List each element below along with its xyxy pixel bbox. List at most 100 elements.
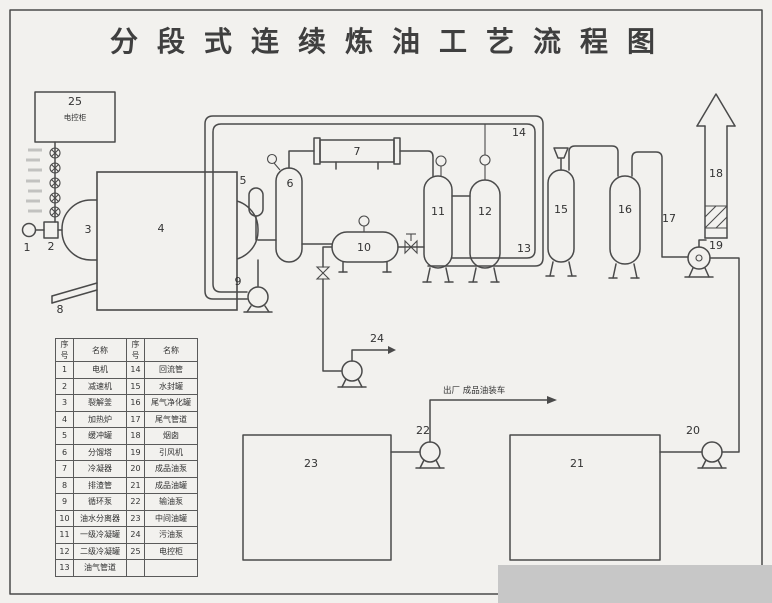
legend-cell-no: 20 xyxy=(126,460,145,478)
label-2: 2 xyxy=(48,240,55,253)
label-25: 25 xyxy=(68,95,82,108)
label-20: 20 xyxy=(686,424,700,437)
label-16: 16 xyxy=(618,203,632,216)
legend-header-name-right: 名称 xyxy=(144,338,198,362)
label-13: 13 xyxy=(517,242,531,255)
outer-border xyxy=(9,9,763,595)
reducer-2 xyxy=(43,221,63,239)
main-gas-pipe-loop xyxy=(204,115,544,300)
tail-gas-pipe-17 xyxy=(631,151,689,258)
label-8: 8 xyxy=(57,303,64,316)
legend-cell-name: 烟囱 xyxy=(144,427,198,445)
legend-row: 8 排渣管 21 成品油罐 xyxy=(55,476,198,494)
diagram-title: 分段式连续炼油工艺流程图 xyxy=(109,25,674,58)
legend-cell-no: 22 xyxy=(126,493,145,511)
legend-header-name-left: 名称 xyxy=(73,338,127,362)
legend-cell-name: 电控柜 xyxy=(144,542,198,560)
label-6: 6 xyxy=(287,177,294,190)
legend-cell-no: 6 xyxy=(55,443,74,461)
legend-cell-no: 2 xyxy=(55,377,74,395)
right-drop-pipe xyxy=(709,257,740,453)
legend-cell-name: 二级冷凝罐 xyxy=(73,542,127,560)
legend-row: 7 冷凝器 20 成品油泵 xyxy=(55,460,198,478)
legend-cell-no: 4 xyxy=(55,410,74,428)
watermark-bar xyxy=(498,565,772,603)
legend-cell-no: 19 xyxy=(126,443,145,461)
legend-cell-name: 输油泵 xyxy=(144,493,198,511)
label-23: 23 xyxy=(304,457,318,470)
legend-row: 11 一级冷凝罐 24 污油泵 xyxy=(55,526,198,544)
legend-cell-name: 成品油罐 xyxy=(144,476,198,494)
label-5: 5 xyxy=(240,174,247,187)
label-4: 4 xyxy=(158,222,165,235)
label-10: 10 xyxy=(357,241,371,254)
legend-cell-no: 7 xyxy=(55,460,74,478)
label-3: 3 xyxy=(85,223,92,236)
legend: 序号 名称 序号 名称 1 电机 14 回流管 2 xyxy=(55,338,198,577)
legend-cell-no: 24 xyxy=(126,526,145,544)
legend-cell-no: 3 xyxy=(55,394,74,412)
legend-row: 9 循环泵 22 输油泵 xyxy=(55,493,198,511)
legend-cell-no: 21 xyxy=(126,476,145,494)
label-15: 15 xyxy=(554,203,568,216)
legend-header-no-left: 序号 xyxy=(55,338,74,362)
legend-cell-name: 油气管道 xyxy=(73,559,127,577)
legend-cell-name: 裂解釜 xyxy=(73,394,127,412)
slag-pipe-8 xyxy=(51,282,98,304)
label-12: 12 xyxy=(478,205,492,218)
heating-furnace-4 xyxy=(96,171,238,311)
pump-24 xyxy=(322,278,396,388)
legend-cell-name: 一级冷凝罐 xyxy=(73,526,127,544)
legend-cell-no: 8 xyxy=(55,476,74,494)
label-11: 11 xyxy=(431,205,445,218)
legend-header-row: 序号 名称 序号 名称 xyxy=(55,338,198,362)
legend-row: 5 缓冲罐 18 烟囱 xyxy=(55,427,198,445)
legend-row: 3 裂解釜 16 尾气净化罐 xyxy=(55,394,198,412)
legend-cell-no: 25 xyxy=(126,542,145,560)
product-tank-21 xyxy=(509,434,661,561)
separator-10 xyxy=(315,215,425,280)
condense-tank-12 xyxy=(468,124,501,283)
legend-cell-name: 电机 xyxy=(73,361,127,379)
legend-cell-name: 污油泵 xyxy=(144,526,198,544)
legend-cell-name xyxy=(144,559,198,577)
label-18: 18 xyxy=(709,167,723,180)
legend-cell-no: 17 xyxy=(126,410,145,428)
label-9: 9 xyxy=(235,275,242,288)
pump-22: 出厂 成品油装车 xyxy=(390,385,557,469)
legend-row: 1 电机 14 回流管 xyxy=(55,361,198,379)
legend-cell-no: 14 xyxy=(126,361,145,379)
label-1: 1 xyxy=(24,241,31,254)
legend-cell-no: 10 xyxy=(55,509,74,527)
legend-cell-no: 13 xyxy=(55,559,74,577)
label-24: 24 xyxy=(370,332,384,345)
feed-valve-train xyxy=(26,141,61,223)
drive-motor-1 xyxy=(21,222,45,238)
legend-row: 4 加热炉 17 尾气管道 xyxy=(55,410,198,428)
label-14: 14 xyxy=(512,126,526,139)
pump-9 xyxy=(243,259,273,313)
legend-table: 序号 名称 序号 名称 1 电机 14 回流管 2 xyxy=(55,338,198,577)
legend-cell-name: 水封罐 xyxy=(144,377,198,395)
legend-cell-name: 中间油罐 xyxy=(144,509,198,527)
legend-row: 6 分馏塔 19 引风机 xyxy=(55,443,198,461)
label-21: 21 xyxy=(570,457,584,470)
label-19: 19 xyxy=(709,239,723,252)
legend-cell-name: 冷凝器 xyxy=(73,460,127,478)
legend-cell-name: 引风机 xyxy=(144,443,198,461)
legend-header-no-right: 序号 xyxy=(126,338,145,362)
legend-row: 13 油气管道 xyxy=(55,559,198,577)
pump-20 xyxy=(659,441,727,469)
label-22: 22 xyxy=(416,424,430,437)
legend-cell-no: 9 xyxy=(55,493,74,511)
label-17: 17 xyxy=(662,212,676,225)
legend-row: 10 油水分离器 23 中间油罐 xyxy=(55,509,198,527)
legend-row: 12 二级冷凝罐 25 电控柜 xyxy=(55,542,198,560)
legend-cell-no: 11 xyxy=(55,526,74,544)
chimney-18 xyxy=(696,93,736,239)
legend-cell-name: 回流管 xyxy=(144,361,198,379)
legend-cell-name: 分馏塔 xyxy=(73,443,127,461)
legend-cell-no: 1 xyxy=(55,361,74,379)
